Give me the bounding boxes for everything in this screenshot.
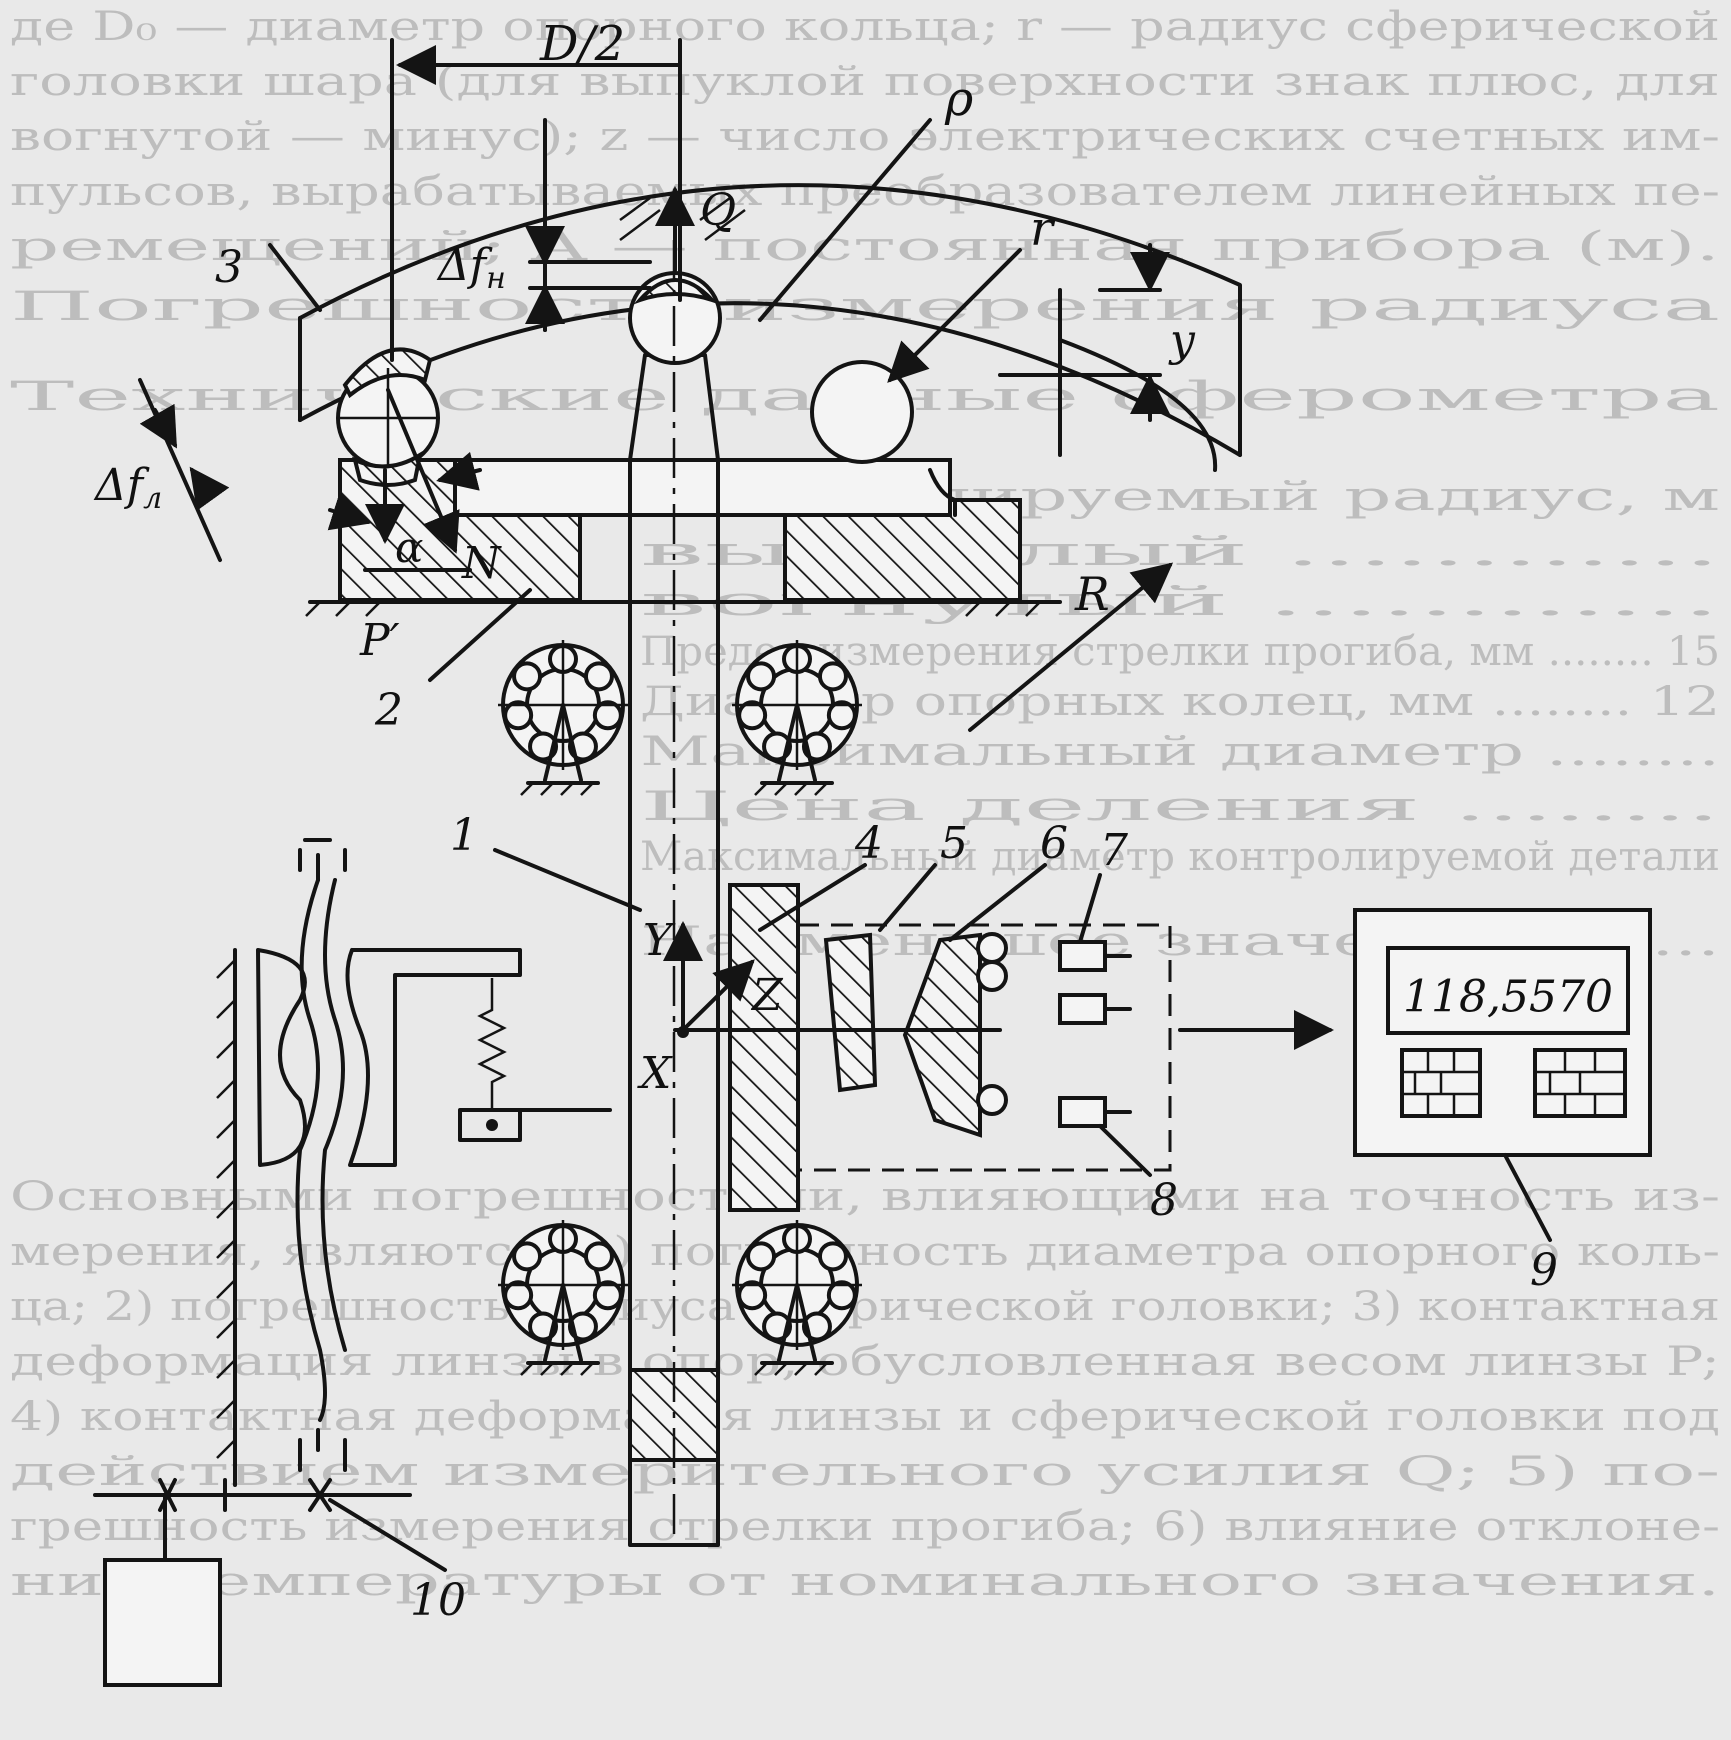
- grating-part-5: [823, 932, 878, 1093]
- upper-left-bearing: [498, 640, 628, 796]
- callout-9: 9: [1530, 1245, 1558, 1296]
- background-text: де D₀ — диаметр опорного кольца; r — рад…: [10, 4, 1720, 1605]
- background-text-line: Цена деления ........: [640, 784, 1720, 830]
- background-text-line: действием измерительного усилия Q; 5) по…: [10, 1449, 1720, 1495]
- background-text-line: головки шара (для выпуклой поверхности з…: [10, 59, 1720, 105]
- background-text-line: Максимальный диаметр контролируемой дета…: [640, 834, 1720, 880]
- photo-sensors-part-7-8: [1058, 940, 1132, 1128]
- label-delta-f-n: Δfн: [436, 240, 506, 296]
- callout-10: 10: [410, 1575, 466, 1626]
- display-readout: 118,5570: [1403, 972, 1613, 1023]
- background-text-line: ремещений; A — постоянная прибора (м).: [10, 224, 1720, 270]
- rollers-part-6: [976, 932, 1008, 1116]
- callout-4: 4: [854, 818, 883, 869]
- label-y: y: [1168, 315, 1196, 366]
- callout-7: 7: [1100, 825, 1128, 876]
- background-text-line: мерения, являются: 1) погрешность диамет…: [10, 1229, 1720, 1275]
- lower-left-bearing: [498, 1220, 628, 1376]
- callout-5: 5: [940, 818, 968, 869]
- upper-right-bearing: [732, 640, 862, 796]
- dimension-lines: [138, 38, 1552, 1572]
- prism-part-6: [902, 932, 982, 1138]
- background-text-line: пульсов, вырабатываемых преобразователем…: [10, 169, 1720, 215]
- lower-right-bearing: [732, 1220, 862, 1376]
- callout-6: 6: [1040, 818, 1068, 869]
- callout-2: 2: [374, 685, 403, 736]
- label-n: N: [461, 538, 502, 589]
- right-support-ball: [810, 360, 914, 464]
- label-x-axis: X: [637, 1048, 673, 1099]
- label-r-big: R: [1074, 567, 1110, 621]
- label-alpha: α: [395, 523, 423, 572]
- label-rho: ρ: [944, 71, 973, 127]
- display-unit-part-9: [1353, 908, 1652, 1157]
- background-text-line: де D₀ — диаметр опорного кольца; r — рад…: [10, 4, 1720, 50]
- background-text-line: вогнутой — минус); z — число электрическ…: [10, 114, 1720, 160]
- sensor-dashed-box: [797, 923, 1172, 1172]
- background-text-line: Основными погрешностями, влияющими на то…: [10, 1174, 1720, 1220]
- callout-3: 3: [215, 242, 243, 293]
- label-d-half: D/2: [539, 16, 625, 72]
- radius-r-arc: [1058, 338, 1218, 472]
- label-z-axis: Z: [750, 970, 784, 1021]
- callout-1: 1: [450, 810, 478, 861]
- scale-part-4: [728, 883, 800, 1212]
- background-text-line: ца; 2) погрешность радиуса сферической г…: [10, 1284, 1720, 1330]
- lens-part-3: [298, 183, 1242, 457]
- background-text-line: ния температуры от номинального значения…: [10, 1559, 1720, 1605]
- background-text-line: деформация линзы в опор, обусловленная в…: [10, 1339, 1720, 1385]
- screw-drive-mechanism: [93, 838, 612, 1687]
- q-hatching: [619, 196, 746, 241]
- label-delta-f-l: Δfл: [93, 460, 162, 516]
- label-r: r: [1030, 201, 1056, 257]
- background-text-line: Погрешность измерения радиуса: [10, 284, 1720, 330]
- label-p-prime: P′: [359, 615, 400, 666]
- background-text-line: 4) контактная деформация линзы и сфериче…: [10, 1394, 1720, 1440]
- background-text-line: грешность измерения стрелки прогиба; 6) …: [10, 1504, 1720, 1550]
- label-y-axis: Y: [643, 915, 676, 966]
- callout-8: 8: [1150, 1175, 1178, 1226]
- left-ball-contact-bottom: [352, 450, 423, 487]
- measuring-rod-part-1: [628, 240, 722, 1547]
- label-q: Q: [700, 185, 736, 236]
